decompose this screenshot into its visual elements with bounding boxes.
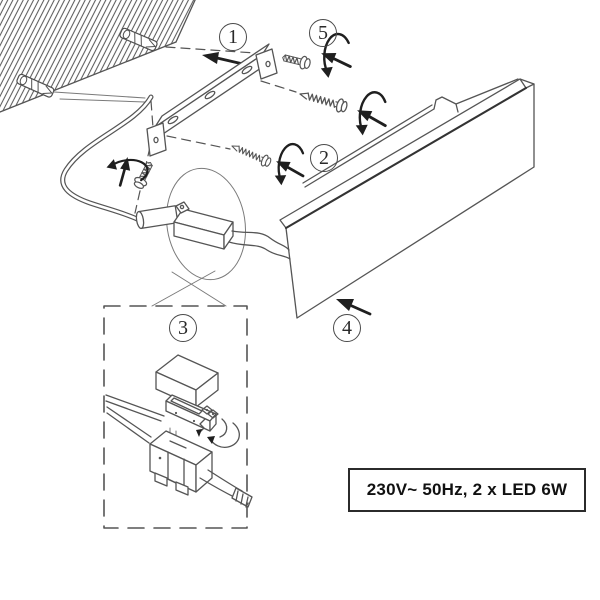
slide-direction-arrow xyxy=(202,52,245,66)
connector-base xyxy=(149,430,213,496)
light-fixture-body xyxy=(279,78,535,319)
spec-label-text: 230V~ 50Hz, 2 x LED 6W xyxy=(366,480,568,499)
step-marker-3: 3 xyxy=(169,314,197,342)
rotate-arrow-left-icon xyxy=(105,155,149,187)
fixture-wire-1 xyxy=(231,230,290,251)
fixture-mount-arrow xyxy=(336,299,372,316)
outgoing-cable xyxy=(199,469,253,508)
step-marker-2: 2 xyxy=(310,144,338,172)
mounting-bracket xyxy=(146,43,278,157)
screw-upper-icon xyxy=(297,86,350,115)
connector-exploded-view xyxy=(105,354,253,508)
step-marker-5: 5 xyxy=(309,19,337,47)
anchor-leader-lines xyxy=(53,91,146,103)
connector-cover xyxy=(155,354,219,408)
detail-callout-lines xyxy=(151,270,227,307)
step-marker-1: 1 xyxy=(219,23,247,51)
cable-connector xyxy=(135,201,291,260)
wall-surface xyxy=(0,0,196,113)
terminal-block xyxy=(165,394,219,432)
spec-label-box: 230V~ 50Hz, 2 x LED 6W xyxy=(348,468,586,512)
screw-step2-icon xyxy=(229,140,273,169)
magnifier-ellipse xyxy=(165,167,247,281)
fixture-wire-2 xyxy=(228,241,291,260)
step-marker-4: 4 xyxy=(333,314,361,342)
power-cable xyxy=(60,94,154,222)
screw-step5-icon xyxy=(280,50,312,72)
